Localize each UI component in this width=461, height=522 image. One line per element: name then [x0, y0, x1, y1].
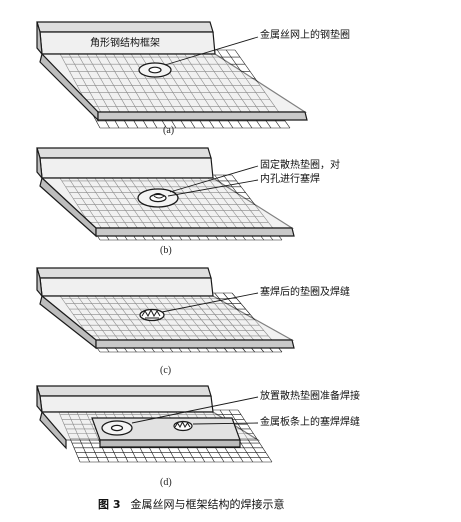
callout-text-a: 金属丝网上的钢垫圈 [260, 30, 350, 41]
callout-line-a [164, 36, 259, 66]
panel-label-a: (a) [163, 125, 175, 136]
figure-caption: 图 3 金属丝网与框架结构的焊接示意 [98, 496, 294, 512]
plug-weld-d [173, 420, 193, 432]
panel-b [36, 147, 295, 241]
panel-label-b: (b) [160, 245, 172, 256]
callout-text-d1: 放置散热垫圈准备焊接 [260, 391, 360, 402]
panel-label-d: (d) [160, 477, 172, 488]
callout-line-b1 [169, 165, 259, 193]
steel-washer-a [138, 62, 172, 78]
callout-line-c [161, 292, 259, 313]
caption-text: 金属丝网与框架结构的焊接示意 [130, 498, 285, 511]
angle-steel-frame-b [36, 147, 295, 238]
callout-text-b2: 内孔进行塞焊 [260, 174, 320, 185]
panel-c [36, 267, 295, 353]
callout-line-d1 [131, 396, 259, 424]
panel-d [36, 385, 273, 463]
mesh-wire [237, 409, 273, 463]
angle-steel-frame-a [36, 21, 308, 122]
panel-label-c: (c) [160, 365, 172, 376]
frame-label-a: 角形钢结构框架 [90, 36, 160, 49]
callout-text-d2: 金属板条上的塞焊焊缝 [260, 417, 360, 428]
callout-text-b1: 固定散热垫圈，对 [260, 160, 340, 171]
heat-sink-washer-d [101, 420, 133, 436]
panel-a: 角形钢结构框架 [36, 21, 308, 129]
heat-sink-washer-b [137, 188, 179, 208]
callout-text-c: 塞焊后的垫圈及焊缝 [260, 287, 350, 298]
caption-number: 图 3 [98, 498, 121, 511]
callout-line-d2 [192, 422, 259, 425]
callout-line-b2 [167, 179, 259, 197]
angle-steel-frame-c [36, 267, 295, 350]
welded-washer-c [139, 308, 165, 322]
